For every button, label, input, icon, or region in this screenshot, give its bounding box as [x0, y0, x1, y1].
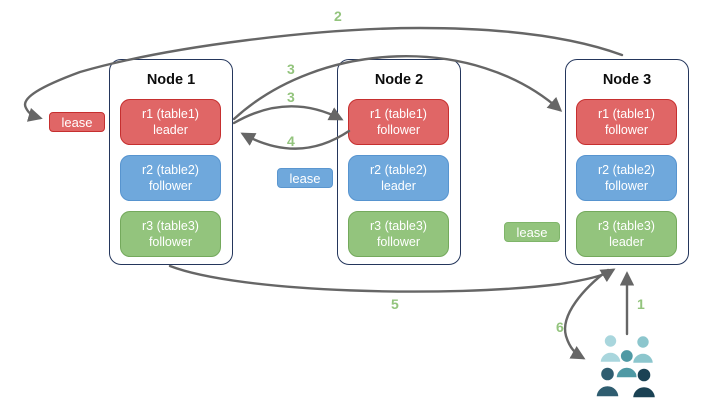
node-1-replica-r2: r2 (table2) follower — [120, 155, 221, 201]
step-label-4: 4 — [287, 133, 295, 149]
arrow-step-6 — [563, 268, 610, 360]
node-2-replica-r2: r2 (table2) leader — [348, 155, 449, 201]
node-3-title: Node 3 — [602, 72, 652, 88]
node-3-replica-r3: r3 (table3) leader — [576, 211, 677, 257]
lease-badge-table3: lease — [504, 222, 560, 242]
replica-name: r3 (table3) — [370, 218, 427, 233]
step-label-2: 2 — [334, 8, 342, 24]
people-group-icon — [595, 333, 657, 399]
step-label-6: 6 — [556, 319, 564, 335]
replica-role: follower — [148, 179, 193, 193]
person-icon — [631, 367, 657, 399]
lease-badge-table2: lease — [277, 168, 333, 188]
replica-role: follower — [148, 235, 193, 249]
person-icon — [595, 366, 620, 398]
lease-badge-table1: lease — [49, 112, 105, 132]
replica-name: r1 (table1) — [598, 106, 655, 121]
replica-name: r2 (table2) — [370, 162, 427, 177]
replica-name: r2 (table2) — [598, 162, 655, 177]
replica-role: follower — [604, 123, 649, 137]
replica-name: r1 (table1) — [370, 106, 427, 121]
node-1: Node 1 r1 (table1) leader r2 (table2) fo… — [109, 59, 233, 265]
node-2-title: Node 2 — [374, 72, 424, 88]
step-label-1: 1 — [637, 296, 645, 312]
replica-name: r3 (table3) — [598, 218, 655, 233]
replica-name: r1 (table1) — [142, 106, 199, 121]
node-2-replica-r1: r1 (table1) follower — [348, 99, 449, 145]
node-1-title: Node 1 — [146, 72, 196, 88]
replica-role: follower — [376, 123, 421, 137]
person-icon — [631, 334, 655, 365]
arrow-step-5 — [168, 264, 616, 293]
node-2: Node 2 r1 (table1) follower r2 (table2) … — [337, 59, 461, 265]
step-label-3b: 3 — [287, 89, 295, 105]
replica-name: r3 (table3) — [142, 218, 199, 233]
arrow-step-4 — [240, 129, 351, 150]
replica-role: follower — [376, 235, 421, 249]
step-label-3a: 3 — [287, 61, 295, 77]
node-1-replica-r1: r1 (table1) leader — [120, 99, 221, 145]
replica-name: r2 (table2) — [142, 162, 199, 177]
node-3-replica-r1: r1 (table1) follower — [576, 99, 677, 145]
node-2-replica-r3: r3 (table3) follower — [348, 211, 449, 257]
replica-role: leader — [153, 123, 188, 137]
step-label-5: 5 — [391, 296, 399, 312]
arrow-step-3-to-node2 — [232, 105, 344, 125]
replica-role: follower — [604, 179, 649, 193]
node-1-replica-r3: r3 (table3) follower — [120, 211, 221, 257]
person-icon — [599, 333, 622, 364]
replica-role: leader — [609, 235, 644, 249]
node-3-replica-r2: r2 (table2) follower — [576, 155, 677, 201]
node-3: Node 3 r1 (table1) follower r2 (table2) … — [565, 59, 689, 265]
person-icon — [615, 348, 639, 379]
replica-role: leader — [381, 179, 416, 193]
